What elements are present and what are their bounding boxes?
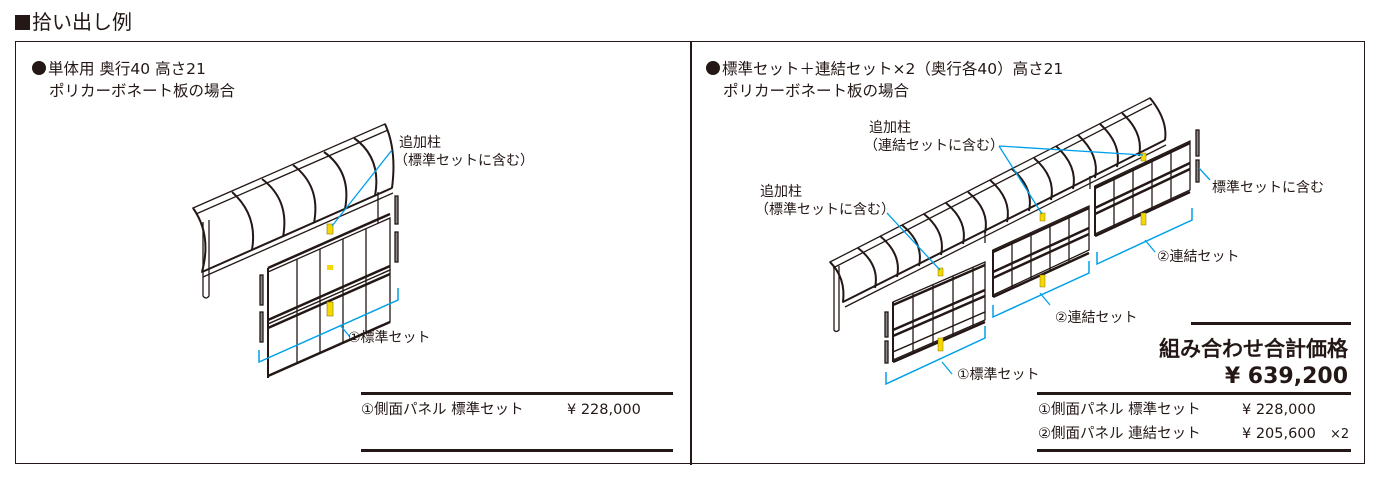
right-bracket-label-link-2: ②連結セット	[1157, 249, 1240, 265]
total-price-amount: ¥ 639,200	[1224, 364, 1348, 389]
added-post-mid	[327, 265, 333, 270]
right-price-rule-bottom	[1037, 449, 1351, 452]
total-price-title: 組み合わせ合計価格	[1159, 337, 1348, 361]
page-title: 拾い出し例	[15, 10, 132, 34]
panel-divider	[690, 41, 692, 465]
right-bracket-label-standard: ①標準セット	[957, 367, 1040, 383]
right-bracket-label-link-1: ②連結セット	[1055, 310, 1138, 326]
added-post-top	[326, 223, 334, 235]
black-circle-icon	[706, 61, 720, 75]
total-rule-top	[1191, 322, 1351, 325]
right-price-row-standard: ①側面パネル 標準セット ¥ 228,000	[1038, 402, 1316, 418]
left-heading: 単体用 奥行40 高さ21 ポリカーボネート板の場合	[32, 58, 235, 102]
left-bracket-label-standard: ①標準セット	[348, 330, 431, 346]
right-added-post-link-callout: 追加柱 （連結セットに含む）	[864, 120, 1004, 154]
black-square-icon	[15, 15, 30, 30]
left-carport-illustration	[192, 123, 399, 378]
right-added-post-std-callout: 追加柱 （標準セットに含む）	[755, 184, 895, 218]
left-price-rule-top	[361, 392, 673, 395]
right-end-pillars-callout: 標準セットに含む	[1212, 180, 1324, 196]
added-post-bottom	[326, 301, 334, 317]
left-added-post-callout: 追加柱 （標準セットに含む）	[394, 135, 534, 169]
black-circle-icon	[32, 61, 46, 75]
right-price-rule-top	[1037, 392, 1351, 395]
right-heading: 標準セット＋連結セット×2（奥行各40）高さ21 ポリカーボネート板の場合	[706, 58, 1063, 102]
left-price-rule-bottom	[361, 449, 673, 452]
right-price-row-link: ②側面パネル 連結セット ¥ 205,600 ×2	[1038, 426, 1350, 442]
left-price-row: ①側面パネル 標準セット ¥ 228,000	[361, 402, 641, 418]
